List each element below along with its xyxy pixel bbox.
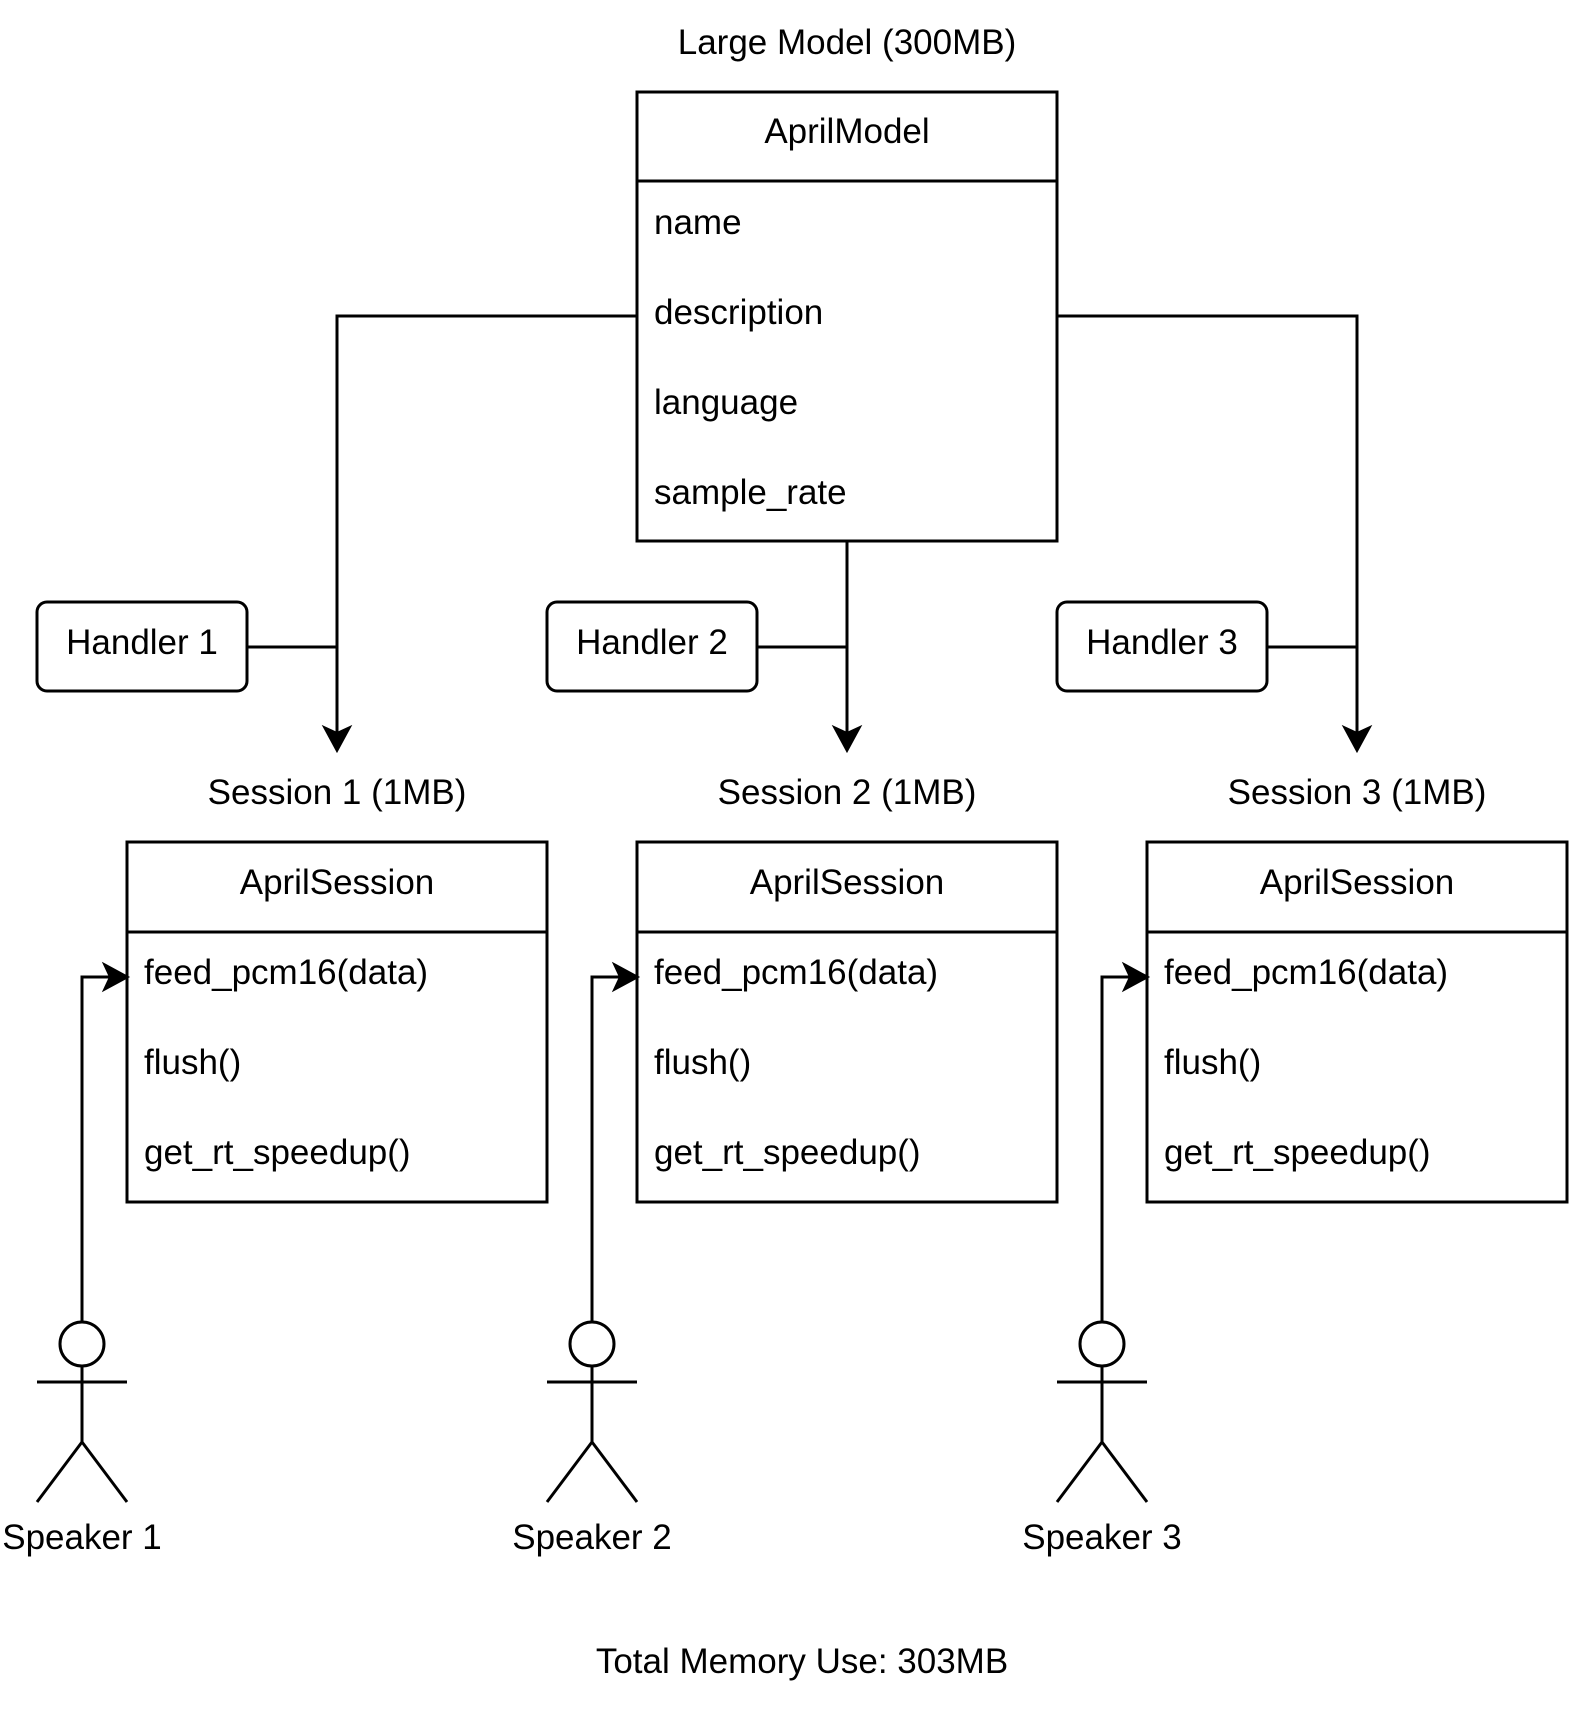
session-method: get_rt_speedup() [654,1133,921,1172]
speaker-label: Speaker 2 [512,1518,672,1557]
arrowhead-icon [611,961,641,993]
session-method: flush() [654,1043,751,1082]
handler-label: Handler 2 [576,623,728,662]
handler-1: Handler 1 [35,600,337,693]
handler-label: Handler 1 [66,623,218,662]
actor-icon [35,1320,129,1503]
model-to-session-3-connector [1057,314,1359,735]
speaker-1: Speaker 1 [2,961,162,1557]
model-field: name [654,203,742,242]
session-1: Session 1 (1MB) AprilSession feed_pcm16(… [125,773,549,1204]
model-class-box: AprilModel name description language sam… [635,90,1059,543]
speaker-2-connector [590,975,622,1322]
session-method: feed_pcm16(data) [654,953,938,992]
arrowhead-icon [831,724,863,754]
session-class-name: AprilSession [240,863,435,902]
model-field: language [654,383,798,422]
total-memory-label: Total Memory Use: 303MB [596,1642,1008,1681]
session-method: get_rt_speedup() [144,1133,411,1172]
session-3: Session 3 (1MB) AprilSession feed_pcm16(… [1145,773,1569,1204]
session-method: flush() [144,1043,241,1082]
handler-label: Handler 3 [1086,623,1238,662]
session-method: feed_pcm16(data) [144,953,428,992]
arrowhead-icon [1121,961,1151,993]
session-caption: Session 2 (1MB) [718,773,977,812]
speaker-label: Speaker 3 [1022,1518,1182,1557]
actor-icon [545,1320,639,1503]
speaker-label: Speaker 1 [2,1518,162,1557]
session-class-name: AprilSession [750,863,945,902]
speaker-3-connector [1100,975,1132,1322]
model-field: sample_rate [654,473,847,512]
session-caption: Session 3 (1MB) [1228,773,1487,812]
model-caption: Large Model (300MB) [678,23,1017,62]
actor-icon [1055,1320,1149,1503]
handler-3: Handler 3 [1055,600,1357,693]
session-method: flush() [1164,1043,1261,1082]
speaker-3: Speaker 3 [1022,961,1182,1557]
model-to-session-1-connector [335,314,637,735]
speaker-1-connector [80,975,112,1322]
session-method: feed_pcm16(data) [1164,953,1448,992]
arrowhead-icon [321,724,353,754]
arrowhead-icon [101,961,131,993]
speaker-2: Speaker 2 [512,961,672,1557]
session-2: Session 2 (1MB) AprilSession feed_pcm16(… [635,773,1059,1204]
session-method: get_rt_speedup() [1164,1133,1431,1172]
session-caption: Session 1 (1MB) [208,773,467,812]
session-class-name: AprilSession [1260,863,1455,902]
handler-2: Handler 2 [545,600,847,693]
model-class-name: AprilModel [764,112,929,151]
model-field: description [654,293,823,332]
arrowhead-icon [1341,724,1373,754]
